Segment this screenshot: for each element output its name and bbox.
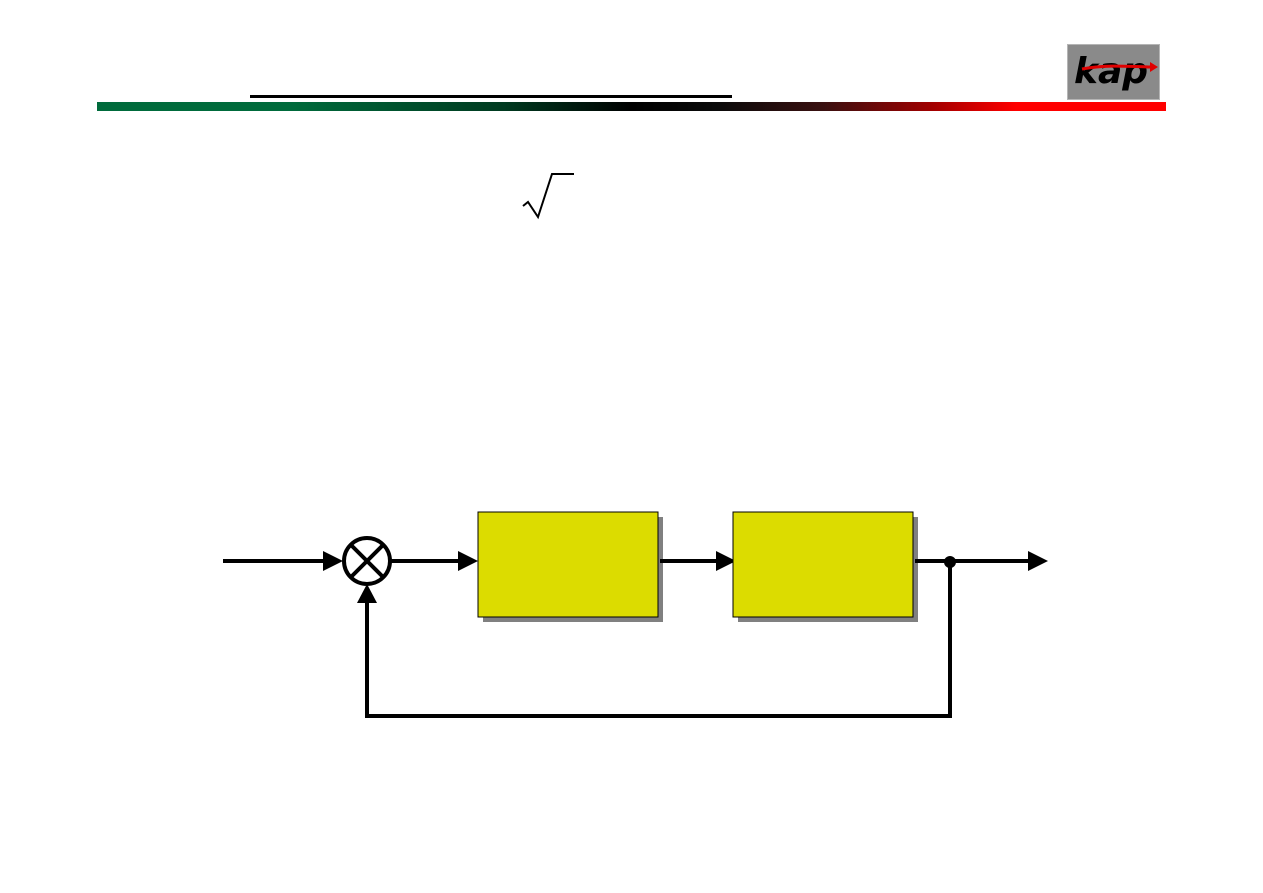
- error-signal-line: [391, 551, 478, 571]
- square-root-icon: [522, 173, 574, 220]
- kap-logo: kap: [1067, 44, 1160, 100]
- block-2: [732, 511, 918, 622]
- input-signal-line: [223, 551, 343, 571]
- logo-text: kap: [1074, 51, 1148, 92]
- output-signal-line: [915, 551, 1048, 571]
- header-color-stripe: [97, 102, 1166, 111]
- block-1: [477, 511, 663, 622]
- intermediate-signal-line: [660, 551, 736, 571]
- logo-arrow-icon: [1081, 64, 1151, 71]
- title-underline: [250, 95, 732, 98]
- summing-junction: [342, 536, 392, 586]
- feedback-path: [357, 562, 952, 718]
